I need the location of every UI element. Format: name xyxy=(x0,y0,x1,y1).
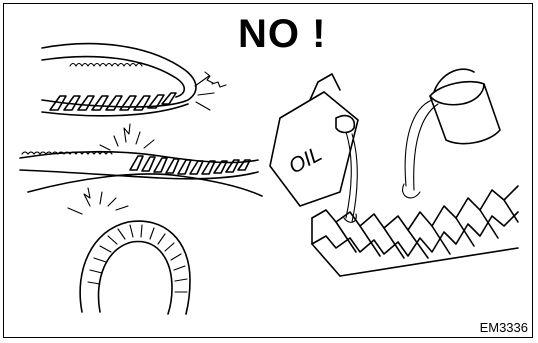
crack-burst-icon xyxy=(195,72,226,110)
belt-bent-sharply-illustration xyxy=(42,44,226,116)
bucket-icon xyxy=(430,69,500,143)
oil-can-icon: OIL xyxy=(270,74,358,206)
crack-burst-icon xyxy=(68,188,128,214)
belt-twisted-illustration xyxy=(20,124,262,196)
figure-code: EM3336 xyxy=(480,320,528,335)
oil-and-water-on-belt-illustration: OIL xyxy=(270,69,518,276)
page-title: NO ! xyxy=(238,14,326,54)
belt-teeth xyxy=(50,93,176,110)
belt-teeth xyxy=(130,156,250,174)
crack-burst-icon xyxy=(100,124,154,150)
water-stream xyxy=(403,100,438,198)
belt-ring-compressed-illustration xyxy=(68,188,190,314)
toothed-belt xyxy=(312,186,518,276)
